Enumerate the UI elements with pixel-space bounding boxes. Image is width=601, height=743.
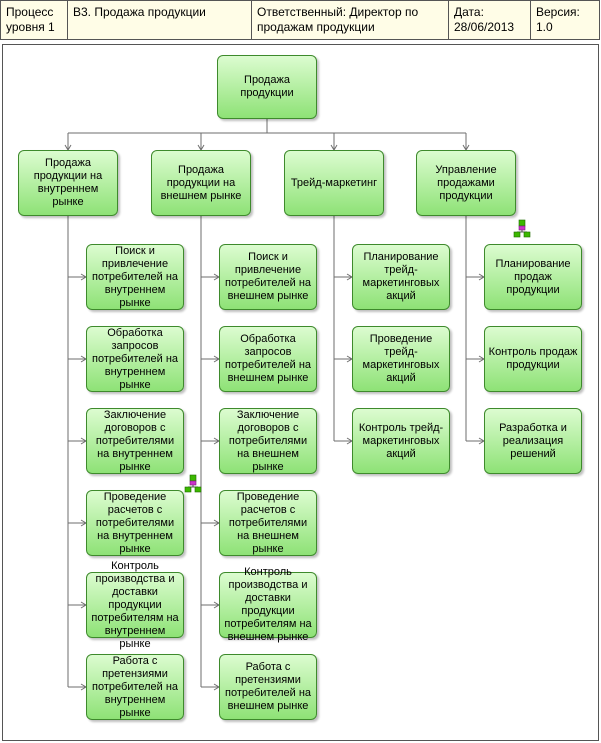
- hierarchy-icon: [184, 474, 202, 493]
- node-branch-1-child-6[interactable]: Работа с претензиями потребителей на вну…: [86, 654, 184, 720]
- process-code-cell: B3. Продажа продукции: [67, 0, 252, 40]
- node-branch-1-child-2[interactable]: Обработка запросов потребителей на внутр…: [86, 326, 184, 392]
- node-branch-2-child-1[interactable]: Поиск и привлечение потребителей на внеш…: [219, 244, 317, 310]
- node-branch-4-child-3[interactable]: Разработка и реализация решений: [484, 408, 582, 474]
- node-branch-2-child-3[interactable]: Заключение договоров с потребителями на …: [219, 408, 317, 474]
- header-bar: Процесс уровня 1 B3. Продажа продукции О…: [0, 0, 600, 42]
- node-branch-4-child-2[interactable]: Контроль продаж продукции: [484, 326, 582, 392]
- node-branch-4[interactable]: Управление продажами продукции: [416, 150, 516, 216]
- node-branch-2-child-4[interactable]: Проведение расчетов с потребителями на в…: [219, 490, 317, 556]
- node-branch-1-child-1[interactable]: Поиск и привлечение потребителей на внут…: [86, 244, 184, 310]
- node-root[interactable]: Продажа продукции: [217, 55, 317, 119]
- node-branch-1[interactable]: Продажа продукции на внутреннем рынке: [18, 150, 118, 216]
- process-level-cell: Процесс уровня 1: [0, 0, 68, 40]
- node-branch-4-child-1[interactable]: Планирование продаж продукции: [484, 244, 582, 310]
- node-branch-2-child-6[interactable]: Работа с претензиями потребителей на вне…: [219, 654, 317, 720]
- node-branch-3-child-3[interactable]: Контроль трейд-маркетинговых акций: [352, 408, 450, 474]
- node-branch-2-child-5[interactable]: Контроль производства и доставки продукц…: [219, 566, 317, 643]
- node-branch-3[interactable]: Трейд-маркетинг: [284, 150, 384, 216]
- node-branch-2-child-2[interactable]: Обработка запросов потребителей на внешн…: [219, 326, 317, 392]
- node-branch-3-child-1[interactable]: Планирование трейд-маркетинговых акций: [352, 244, 450, 310]
- node-branch-1-child-4[interactable]: Проведение расчетов с потребителями на в…: [86, 490, 184, 556]
- version-cell: Версия: 1.0: [530, 0, 600, 40]
- node-branch-1-child-3[interactable]: Заключение договоров с потребителями на …: [86, 408, 184, 474]
- hierarchy-icon: [513, 219, 531, 238]
- node-branch-1-child-5[interactable]: Контроль производства и доставки продукц…: [86, 560, 184, 650]
- node-branch-3-child-2[interactable]: Проведение трейд-маркетинговых акций: [352, 326, 450, 392]
- node-branch-2[interactable]: Продажа продукции на внешнем рынке: [151, 150, 251, 216]
- date-cell: Дата: 28/06/2013: [448, 0, 531, 40]
